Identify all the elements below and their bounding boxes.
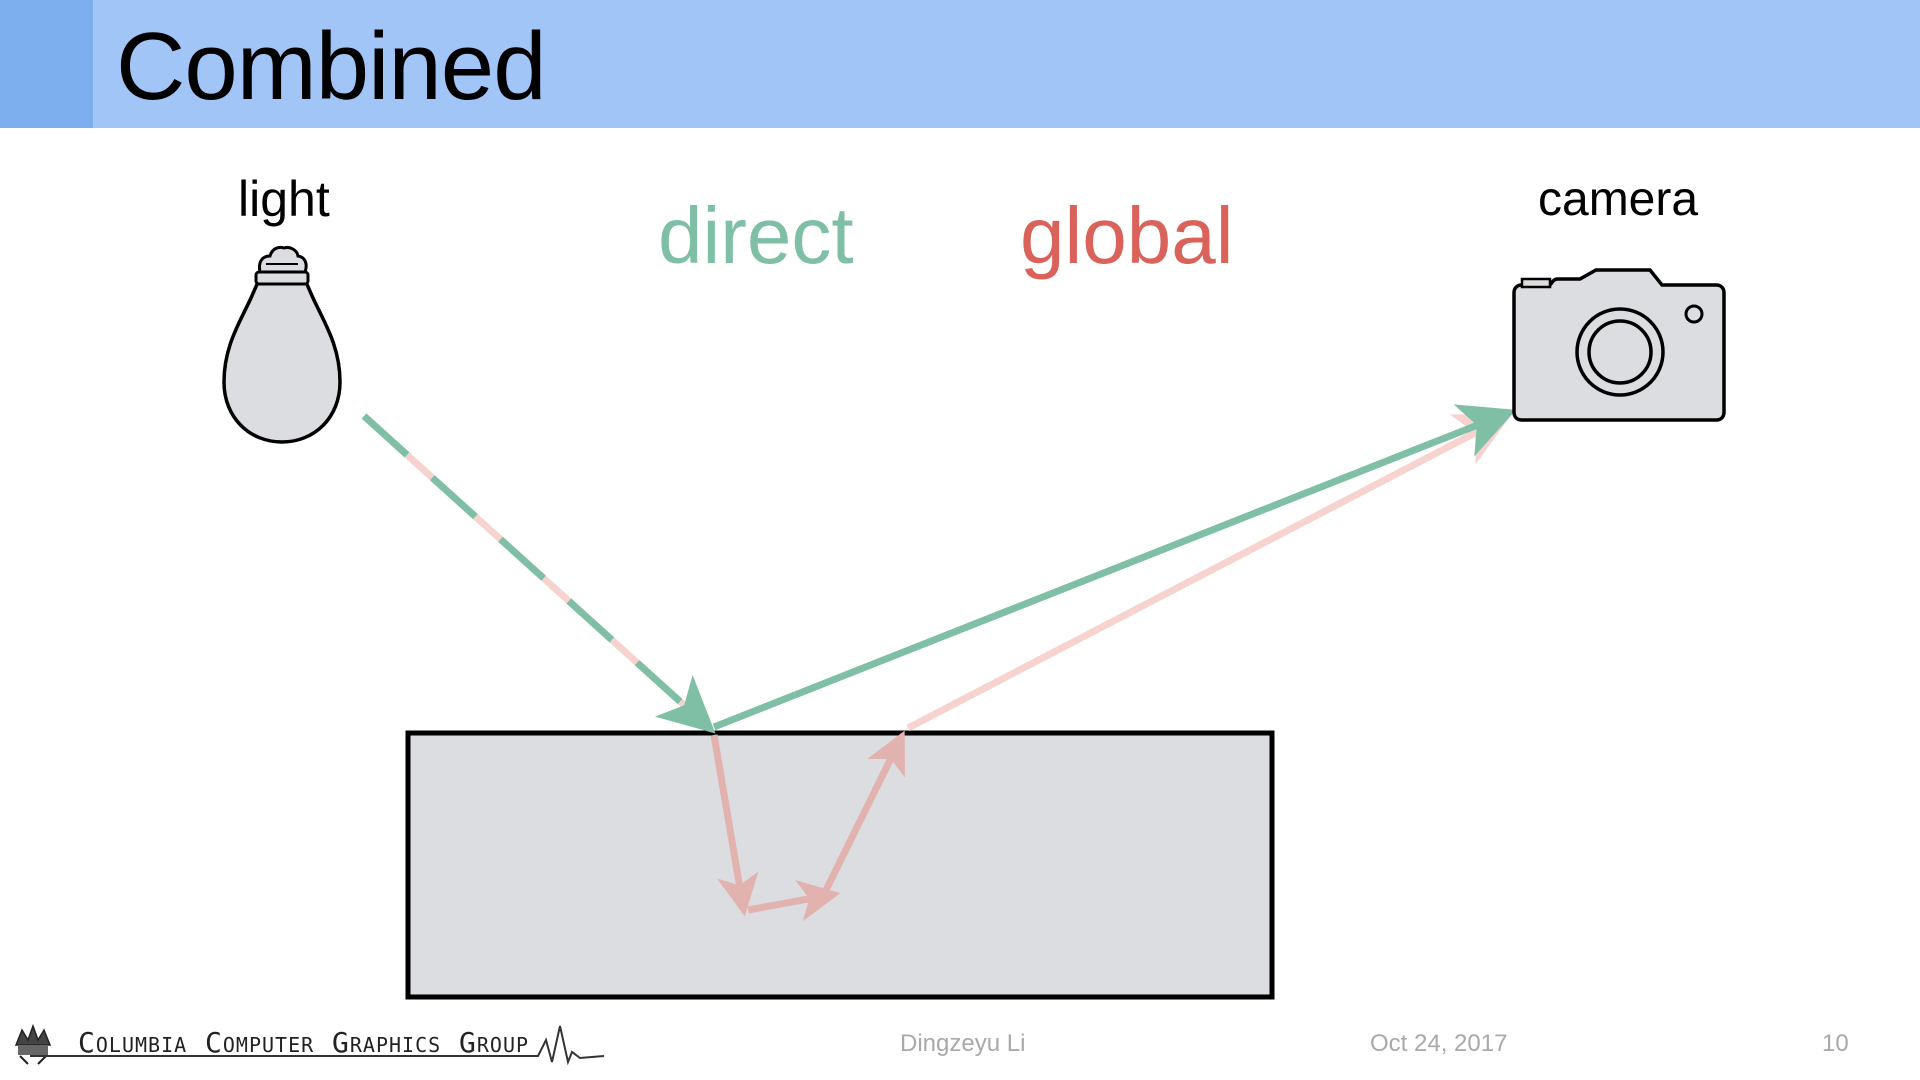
global-outgoing-ray	[906, 413, 1513, 732]
signal-underline	[30, 1025, 605, 1066]
direct-label: direct	[658, 191, 854, 280]
group-name: Columbia Computer Graphics Group	[78, 1026, 530, 1059]
slide-title: Combined	[116, 13, 547, 120]
author-name: Dingzeyu Li	[900, 1030, 1026, 1057]
title-accent	[0, 0, 93, 128]
presentation-date: Oct 24, 2017	[1370, 1030, 1508, 1057]
direct-outgoing-ray	[712, 404, 1517, 731]
camera-icon	[1512, 268, 1726, 422]
light-label: light	[238, 171, 330, 227]
subsurface-scatter-path	[710, 730, 905, 922]
columbia-crown-icon	[14, 1023, 52, 1065]
camera-label: camera	[1538, 173, 1699, 226]
global-label: global	[1020, 191, 1234, 280]
incoming-ray	[361, 413, 716, 734]
light-bulb-icon	[222, 245, 342, 444]
page-number: 10	[1822, 1030, 1849, 1057]
surface-block	[405, 730, 1275, 1000]
title-bar	[0, 0, 1920, 128]
